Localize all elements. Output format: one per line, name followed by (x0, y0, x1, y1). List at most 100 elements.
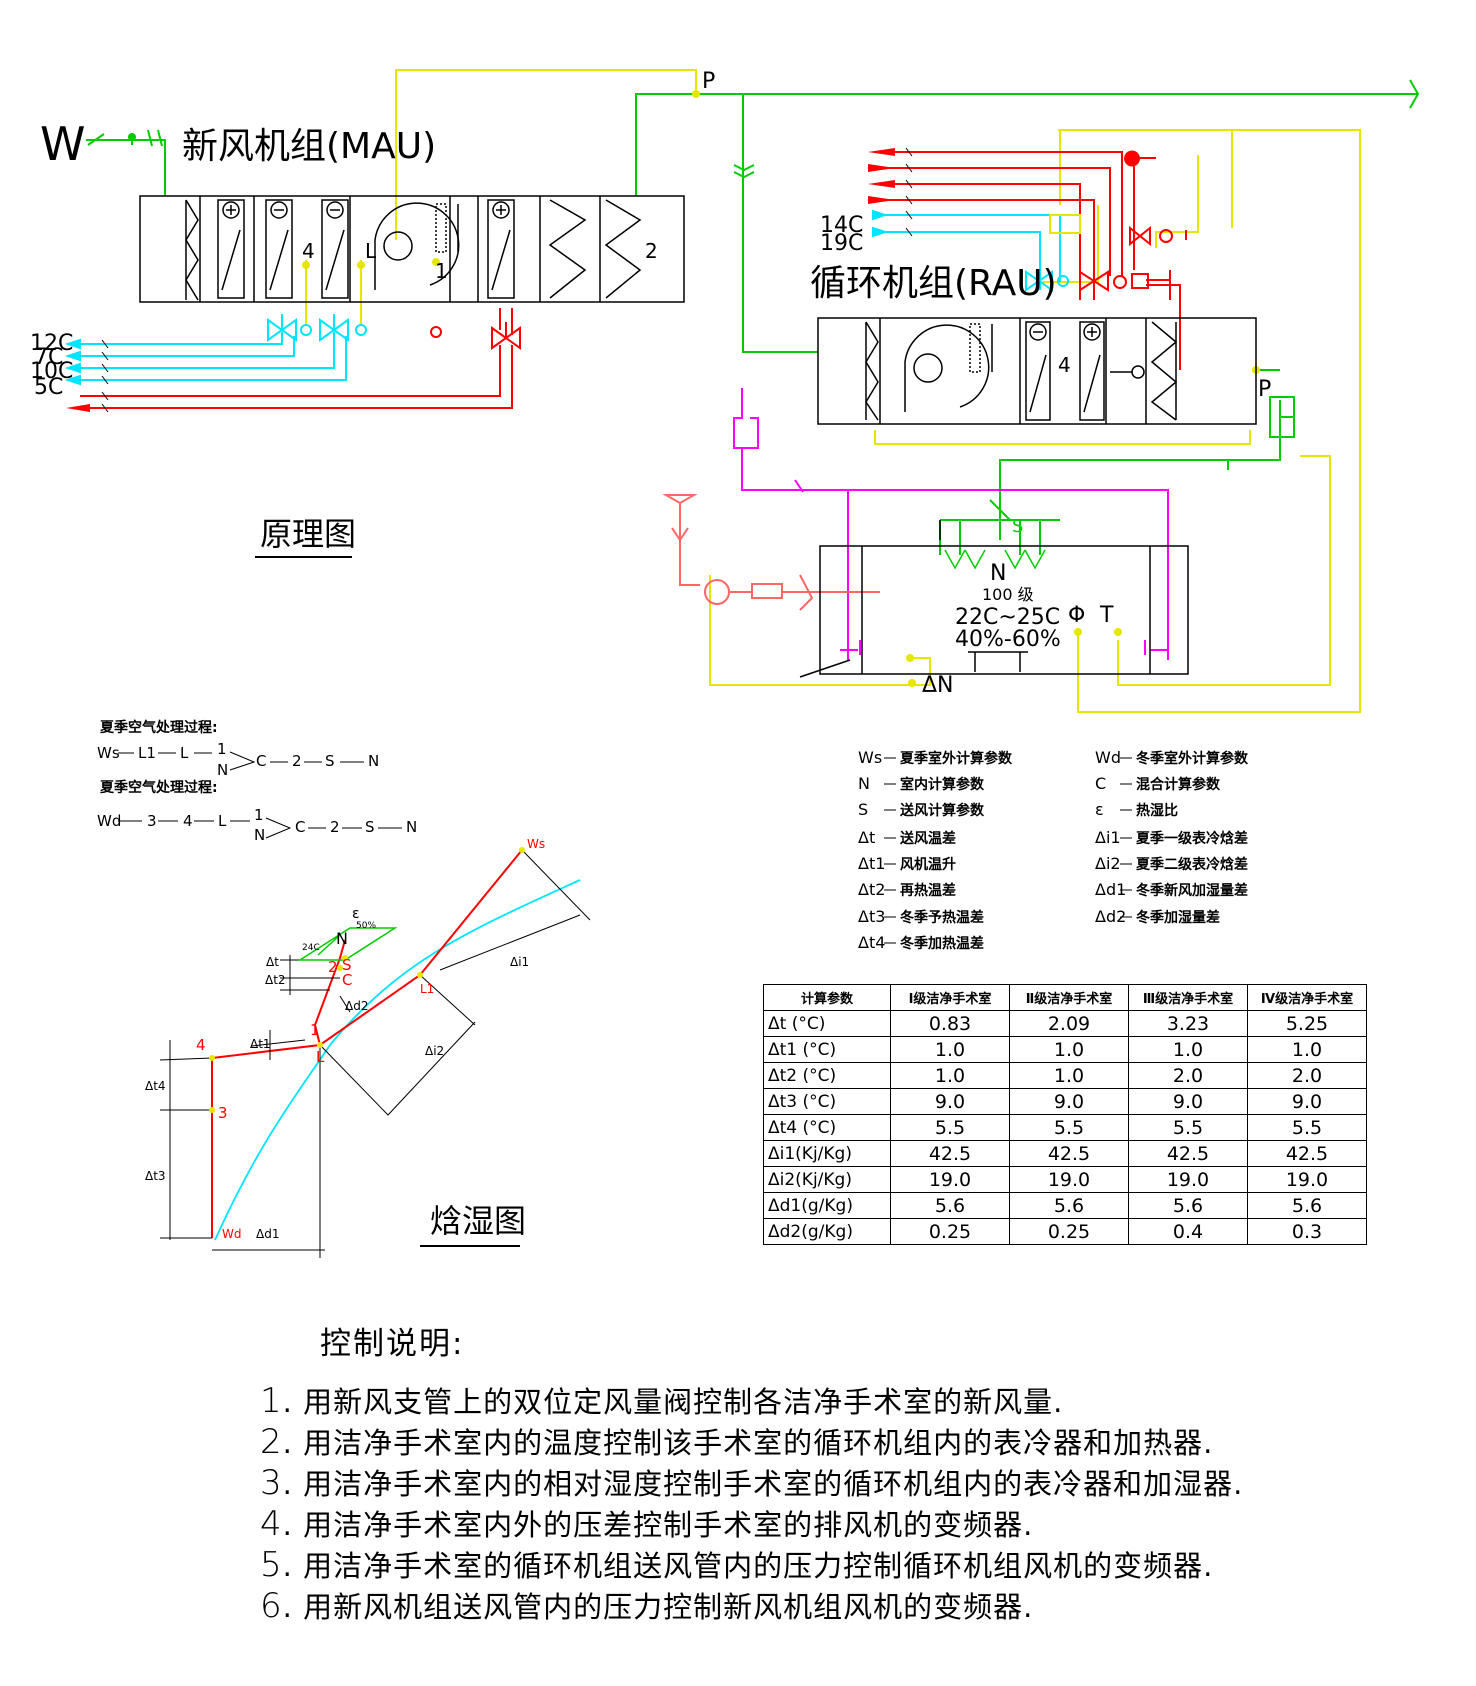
svg-text:24C: 24C (302, 943, 320, 953)
mau-cold-arrows-icon (64, 209, 889, 386)
svg-text:Δt: Δt (266, 955, 279, 969)
svg-text:C: C (256, 752, 266, 770)
svg-text:L: L (218, 812, 227, 830)
svg-text:4: 4 (183, 812, 193, 830)
svg-text:送风温差: 送风温差 (899, 830, 956, 847)
note-item: 1. 用新风支管上的双位定风量阀控制各洁净手术室的新风量. (260, 1381, 1064, 1421)
svg-text:N: N (858, 774, 870, 793)
svg-text:N: N (217, 761, 228, 779)
svg-text:S: S (342, 956, 352, 974)
hot-arrows-icon (66, 148, 1140, 412)
exhaust-fan-branch (662, 494, 880, 611)
fresh-air-damper-icon (87, 129, 755, 179)
winter-title: 夏季空气处理过程: (100, 779, 218, 796)
svg-text:Δi2: Δi2 (425, 1044, 444, 1058)
svg-text:Ws: Ws (97, 744, 120, 762)
supply-label: S (1012, 516, 1023, 537)
supply-arrows-icon (944, 549, 1046, 570)
svg-text:冬季予热温差: 冬季予热温差 (900, 909, 984, 926)
control-notes: 控制说明: 1. 用新风支管上的双位定风量阀控制各洁净手术室的新风量. 2. 用… (260, 1318, 1410, 1627)
svg-text:Δi2: Δi2 (1095, 854, 1121, 873)
svg-text:Δd2: Δd2 (1095, 907, 1126, 926)
svg-text:Ws: Ws (858, 748, 882, 767)
room-grade: 100 级 (982, 585, 1034, 604)
mau-label: 新风机组(MAU) (182, 126, 436, 167)
svg-text:Δi1: Δi1 (1095, 828, 1121, 847)
notes-title: 控制说明: (320, 1326, 465, 1362)
svg-text:冬季加湿量差: 冬季加湿量差 (1136, 909, 1220, 926)
svg-text:Δt4: Δt4 (858, 933, 885, 952)
svg-text:1: 1 (254, 806, 264, 824)
svg-text:S: S (365, 818, 375, 836)
svg-text:N: N (254, 826, 265, 844)
svg-text:14C: 14C (820, 213, 863, 238)
svg-text:Δt1: Δt1 (250, 1037, 271, 1051)
svg-text:10C: 10C (30, 359, 73, 384)
mau-section-4: 4 (302, 239, 315, 263)
svg-text:3: 3 (218, 1104, 228, 1122)
svg-text:Δt2: Δt2 (858, 880, 885, 899)
svg-text:Wd: Wd (97, 812, 121, 830)
hot-lines (80, 151, 1187, 409)
svg-text:7C: 7C (34, 345, 63, 370)
note-item: 6. 用新风机组送风管内的压力控制新风机组风机的变频器. (260, 1586, 1034, 1626)
mau-cold-lines (80, 214, 1061, 381)
psychro-chart: Ws Wd L1 L 1 2 3 4 S C N ε Δi1 Δi2 Δd1 Δ… (145, 837, 591, 1258)
operating-room (799, 520, 1189, 678)
process-section: 夏季空气处理过程: Ws L1 L 1 N C 2 S N 夏季空气处理过程: … (97, 719, 417, 844)
svg-text:3: 3 (147, 812, 157, 830)
outdoor-label: W (40, 117, 85, 171)
rau-section-4: 4 (1058, 353, 1071, 377)
svg-text:1: 1 (310, 1021, 320, 1039)
svg-text:Δd1: Δd1 (1095, 880, 1126, 899)
signal-points (302, 90, 1260, 687)
rau-valves-icon (1025, 214, 1173, 292)
svg-text:Δt: Δt (858, 828, 875, 847)
svg-text:S: S (325, 752, 335, 770)
fresh-air-lines (86, 79, 1420, 555)
eps-marker (297, 927, 398, 961)
svg-text:送风计算参数: 送风计算参数 (899, 802, 985, 819)
legend: Ws 夏季室外计算参数 N 室内计算参数 S 送风计算参数 Δt 送风温差 Δt1 风机温… (858, 748, 1249, 952)
svg-text:N: N (406, 818, 417, 836)
room-label: N (990, 561, 1006, 586)
note-item: 5. 用洁净手术室的循环机组送风管内的压力控制循环机组风机的变频器. (260, 1545, 1214, 1585)
svg-text:Δt4: Δt4 (145, 1079, 166, 1093)
svg-text:Wd: Wd (1095, 748, 1121, 767)
svg-text:L1: L1 (420, 982, 434, 996)
svg-text:Δi1: Δi1 (510, 955, 529, 969)
svg-text:风机温升: 风机温升 (900, 856, 956, 873)
svg-text:室内计算参数: 室内计算参数 (900, 776, 985, 793)
psychro-title: 焓湿图 (430, 1202, 526, 1240)
exhaust-lines (733, 388, 1169, 660)
svg-text:夏季室外计算参数: 夏季室外计算参数 (900, 750, 1013, 767)
summer-title: 夏季空气处理过程: (100, 719, 218, 736)
svg-text:2: 2 (330, 818, 340, 836)
svg-text:ε: ε (352, 906, 360, 922)
svg-text:19C: 19C (820, 231, 863, 256)
svg-text:C: C (295, 818, 305, 836)
svg-text:冬季室外计算参数: 冬季室外计算参数 (1136, 750, 1249, 767)
svg-text:再热温差: 再热温差 (900, 882, 956, 899)
room-temp: 22C~25C (955, 605, 1060, 630)
svg-text:Δt1: Δt1 (858, 854, 885, 873)
svg-text:N: N (336, 929, 348, 948)
pressure-label-top: P (702, 69, 715, 94)
svg-text:50%: 50% (356, 921, 376, 931)
svg-text:C: C (1095, 774, 1106, 793)
humidity-sensor-label: Φ (1068, 603, 1085, 628)
svg-text:夏季一级表冷焓差: 夏季一级表冷焓差 (1136, 830, 1248, 847)
svg-text:S: S (858, 800, 868, 819)
svg-text:Δt2: Δt2 (265, 973, 286, 987)
mau-section-1: 1 (435, 259, 448, 283)
rau-label: 循环机组(RAU) (810, 263, 1057, 304)
mau-hot-valve-icon (430, 322, 521, 350)
